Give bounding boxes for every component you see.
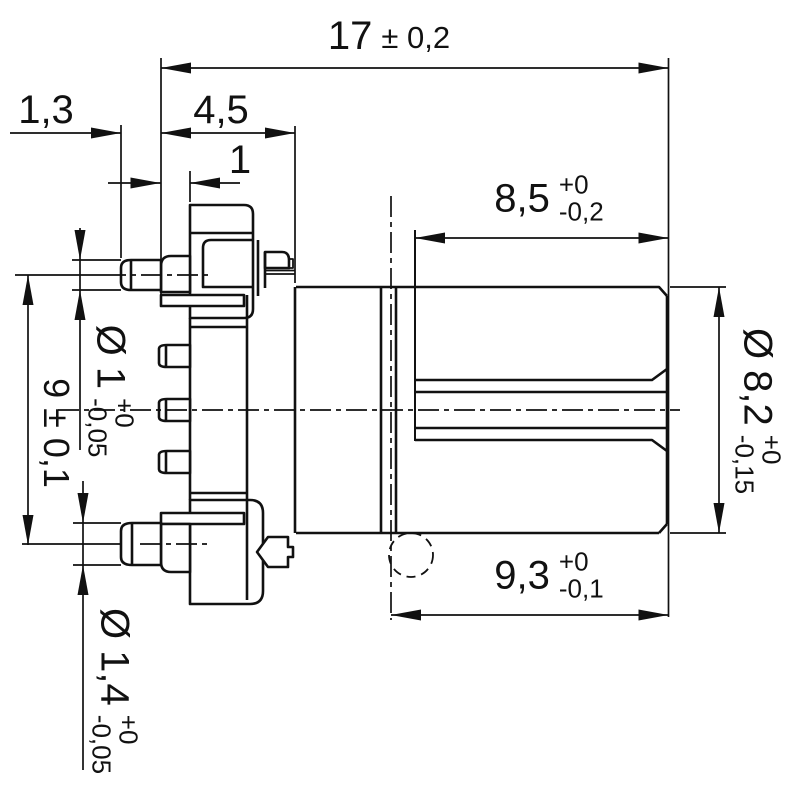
dim-collar-width: 1 [229, 140, 251, 180]
dim-tolerance-stack: +0 -0,2 [558, 169, 604, 227]
flange-tab-bottom [159, 511, 246, 526]
dim-front-depth: 4,5 [193, 90, 249, 130]
dim-value: 9 ± 0,1 [36, 378, 77, 488]
dim-rear-length: 9,3 +0 -0,1 [494, 546, 604, 604]
tol-minus: -0,05 [86, 714, 116, 775]
flange-tab-top [159, 293, 246, 308]
dim-tolerance-stack: +0 -0,05 [86, 714, 144, 775]
bottom-contact-funnel [255, 535, 295, 569]
barrel-top [296, 285, 668, 297]
dim-pin-diameter-large: Ø 1,4 +0 -0,05 [86, 607, 144, 775]
bore-line-upper [415, 367, 668, 382]
dim-overall-length: 17 ± 0,2 [328, 16, 450, 56]
tol-plus: +0 [113, 714, 144, 745]
middle-pin-1 [157, 343, 192, 369]
dim-value: 17 [327, 14, 373, 58]
tol-plus: +0 [756, 434, 787, 465]
connector-body-outline [119, 203, 669, 606]
middle-pin-3 [157, 449, 192, 475]
dim-pin-protrusion: 1,3 [18, 90, 74, 130]
dim-value: 9,3 [494, 554, 550, 598]
dim-value: 4,5 [193, 88, 249, 132]
tol-plus: +0 [109, 398, 140, 428]
dim-value: Ø 1,4 [92, 607, 136, 706]
dim-bore-depth: 8,5 +0 -0,2 [494, 169, 604, 227]
dim-value: 1 [228, 138, 252, 182]
tol-plus: +0 [558, 169, 589, 200]
top-pin-boss [159, 254, 192, 294]
dim-pin-spacing: 9 ± 0,1 [36, 378, 77, 488]
dim-pin-diameter-small: Ø 1 +0 -0,05 [82, 324, 140, 458]
dim-tolerance: ± 0,2 [381, 19, 451, 55]
tol-minus: -0,05 [82, 398, 112, 458]
dim-value: Ø 8,2 [735, 327, 779, 426]
tol-minus: -0,2 [558, 197, 604, 227]
bore-line-lower [415, 438, 668, 453]
dim-value: 1,3 [18, 88, 74, 132]
bottom-pin-boss [159, 522, 192, 574]
phantom-circle [388, 532, 434, 578]
tol-plus: +0 [558, 546, 589, 577]
bottom-block [188, 498, 265, 606]
dim-barrel-diameter: Ø 8,2 +0 -0,15 [729, 327, 787, 495]
dim-tolerance-stack: +0 -0,05 [82, 398, 140, 458]
dimension-arrowheads [22, 62, 725, 621]
dim-value: Ø 1 [88, 324, 132, 390]
tol-minus: -0,15 [729, 434, 759, 495]
dim-tolerance-stack: +0 -0,15 [729, 434, 787, 495]
tol-minus: -0,1 [558, 574, 604, 604]
dim-tolerance-stack: +0 -0,1 [558, 546, 604, 604]
dim-value: 8,5 [494, 177, 550, 221]
top-contact-stub [263, 250, 291, 270]
center-lines [58, 196, 680, 620]
